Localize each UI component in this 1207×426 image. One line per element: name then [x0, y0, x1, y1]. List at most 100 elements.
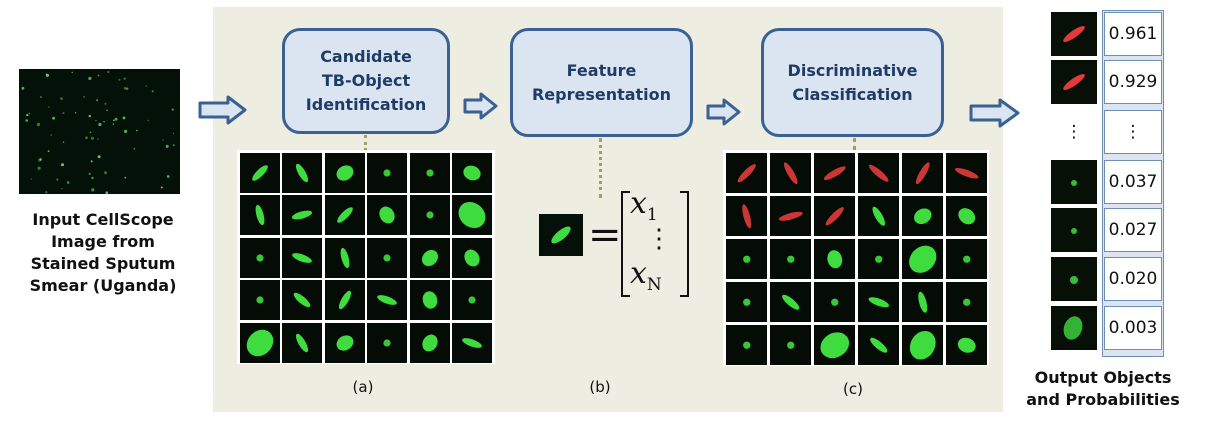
object-thumbnail — [945, 238, 987, 279]
vector-symbol: x — [630, 256, 647, 291]
object-thumbnail — [813, 195, 855, 236]
object-thumbnail — [409, 322, 450, 363]
object-thumbnail — [857, 152, 899, 193]
probability-value: 0.037 — [1104, 160, 1162, 204]
vector-first-entry: x1 — [630, 186, 658, 225]
vector-ellipsis: ⋮ — [646, 224, 672, 254]
object-thumbnail — [239, 237, 280, 278]
probability-value: 0.020 — [1104, 257, 1162, 301]
object-thumbnail — [324, 322, 365, 363]
output-object-thumbnail — [1051, 160, 1097, 204]
vector-symbol: x — [630, 186, 647, 221]
object-thumbnail — [945, 281, 987, 322]
object-thumbnail — [725, 152, 767, 193]
step-box-candidate-identification: Candidate TB-Object Identification — [282, 28, 450, 134]
object-thumbnail — [452, 322, 492, 363]
connector-line — [853, 138, 856, 150]
object-thumbnail — [324, 152, 365, 193]
object-thumbnail — [725, 281, 767, 322]
object-thumbnail — [409, 237, 450, 278]
object-thumbnail — [409, 280, 450, 320]
object-thumbnail — [857, 195, 899, 236]
arrow-right-icon — [463, 92, 498, 120]
arrow-right-icon — [706, 98, 741, 126]
object-thumbnail — [813, 324, 855, 365]
object-thumbnail — [725, 195, 767, 236]
feature-vector: = x1 ⋮ xN — [588, 186, 689, 300]
object-thumbnail — [239, 152, 280, 193]
object-thumbnail — [857, 281, 899, 322]
object-thumbnail — [409, 152, 450, 193]
object-thumbnail — [901, 152, 943, 193]
object-thumbnail — [901, 195, 943, 236]
object-thumbnail — [857, 238, 899, 279]
output-caption: Output Objects and Probabilities — [1026, 368, 1180, 409]
object-thumbnail — [409, 195, 450, 235]
object-thumbnail — [324, 237, 365, 278]
probability-value: ⋮ — [1104, 110, 1162, 154]
thumbnail-ellipsis: ⋮ — [1065, 122, 1083, 142]
object-thumbnail — [282, 280, 322, 320]
object-thumbnail — [769, 281, 811, 322]
object-thumbnail — [324, 195, 365, 235]
object-thumbnail — [324, 280, 365, 320]
equals-sign: = — [588, 212, 622, 258]
probability-value: 0.961 — [1104, 12, 1162, 56]
object-thumbnail — [945, 152, 987, 193]
output-object-thumbnail — [1051, 208, 1097, 252]
arrow-right-icon — [969, 98, 1020, 128]
object-thumbnail — [367, 195, 407, 235]
object-thumbnail — [813, 281, 855, 322]
object-thumbnail — [945, 195, 987, 236]
object-thumbnail — [769, 324, 811, 365]
sublabel-b: (b) — [589, 378, 611, 396]
object-thumbnail — [367, 152, 407, 193]
feature-object-thumbnail — [539, 214, 583, 256]
object-thumbnail — [239, 195, 280, 235]
object-thumbnail — [901, 281, 943, 322]
probability-value: 0.027 — [1104, 208, 1162, 252]
classified-objects-grid — [723, 150, 989, 366]
object-thumbnail — [901, 324, 943, 365]
object-thumbnail — [282, 237, 322, 278]
probability-value: 0.003 — [1104, 306, 1162, 350]
probability-value: 0.929 — [1104, 60, 1162, 104]
sublabel-c: (c) — [843, 380, 863, 398]
arrow-right-icon — [198, 95, 247, 125]
object-thumbnail — [857, 324, 899, 365]
step-box-feature-representation: Feature Representation — [510, 28, 693, 137]
sublabel-a: (a) — [352, 378, 374, 396]
object-thumbnail — [367, 322, 407, 363]
output-object-thumbnail — [1051, 60, 1097, 104]
object-thumbnail — [769, 238, 811, 279]
output-object-thumbnail — [1051, 12, 1097, 56]
candidate-objects-grid — [237, 150, 495, 364]
object-thumbnail — [367, 237, 407, 278]
connector-line — [364, 135, 367, 151]
output-object-thumbnail — [1051, 306, 1097, 350]
vector-last-entry: xN — [630, 256, 662, 295]
object-thumbnail — [452, 195, 492, 235]
object-thumbnail — [813, 238, 855, 279]
object-thumbnail — [282, 195, 322, 235]
object-thumbnail — [769, 152, 811, 193]
object-thumbnail — [945, 324, 987, 365]
object-thumbnail — [239, 280, 280, 320]
object-thumbnail — [901, 238, 943, 279]
object-thumbnail — [725, 324, 767, 365]
step-label: Candidate TB-Object Identification — [305, 47, 427, 114]
object-thumbnail — [725, 238, 767, 279]
connector-line — [599, 138, 602, 198]
vector-subscript: N — [646, 275, 662, 295]
object-thumbnail — [769, 195, 811, 236]
step-label: Feature Representation — [531, 60, 672, 104]
object-thumbnail — [452, 280, 492, 320]
output-object-thumbnail — [1051, 257, 1097, 301]
step-label: Discriminative Classification — [787, 60, 918, 104]
input-cellscope-image — [19, 69, 180, 194]
object-thumbnail — [239, 322, 280, 363]
object-thumbnail — [367, 280, 407, 320]
object-thumbnail — [452, 237, 492, 278]
object-thumbnail — [813, 152, 855, 193]
bracket-icon — [621, 191, 689, 297]
